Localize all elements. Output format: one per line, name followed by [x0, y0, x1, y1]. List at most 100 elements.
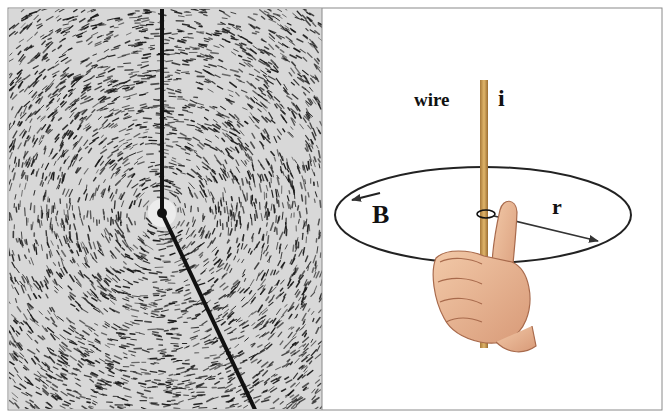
iron-filing: [94, 178, 96, 181]
iron-filing: [34, 374, 41, 378]
iron-filing: [103, 296, 109, 299]
iron-filing: [290, 40, 295, 46]
iron-filing: [76, 232, 78, 240]
iron-filing: [282, 58, 286, 60]
iron-filing: [69, 75, 72, 78]
iron-filing: [9, 87, 14, 91]
iron-filing: [255, 199, 257, 203]
iron-filing: [253, 379, 258, 383]
iron-filing: [116, 85, 119, 87]
iron-filing: [231, 70, 238, 72]
iron-filing: [134, 348, 141, 350]
iron-filing: [207, 398, 213, 401]
iron-filing: [319, 164, 321, 168]
iron-filing: [59, 349, 63, 353]
iron-filing: [251, 293, 255, 299]
iron-filing: [164, 83, 168, 85]
iron-filing: [219, 174, 222, 180]
iron-filing: [288, 284, 292, 288]
iron-filing: [32, 222, 33, 230]
iron-filing: [164, 153, 169, 154]
iron-filing: [258, 286, 263, 290]
iron-filing: [54, 203, 56, 209]
iron-filing: [114, 27, 118, 29]
iron-filing: [178, 15, 184, 17]
iron-filing: [124, 62, 131, 63]
iron-filing: [316, 380, 320, 383]
iron-filing: [228, 120, 232, 122]
iron-filing: [258, 305, 262, 312]
iron-filing: [147, 24, 154, 26]
iron-filing: [145, 373, 150, 375]
iron-filing: [12, 169, 14, 172]
iron-filing: [27, 334, 32, 340]
iron-filing: [270, 320, 273, 322]
iron-filing: [27, 136, 29, 139]
iron-filing: [173, 185, 180, 188]
iron-filing: [59, 361, 64, 364]
iron-filing: [164, 81, 170, 82]
iron-filing: [101, 286, 106, 291]
iron-filing: [253, 117, 259, 121]
iron-filing: [282, 203, 283, 208]
iron-filing: [220, 378, 223, 380]
iron-filing: [109, 237, 111, 240]
iron-filing: [36, 169, 39, 176]
iron-filing: [101, 249, 104, 256]
iron-filing: [271, 152, 274, 156]
iron-filing: [61, 353, 68, 356]
iron-filing: [113, 361, 119, 364]
iron-filing: [49, 251, 50, 257]
iron-filing: [315, 31, 319, 35]
iron-filing: [57, 272, 62, 278]
iron-filing: [211, 272, 214, 274]
iron-filing: [32, 170, 34, 173]
iron-filing: [193, 406, 200, 408]
iron-filing: [20, 239, 21, 244]
iron-filing: [230, 378, 235, 382]
iron-filing: [187, 125, 194, 126]
iron-filing: [258, 109, 261, 112]
iron-filing: [178, 222, 179, 225]
iron-filing: [261, 52, 265, 53]
iron-filing: [16, 299, 17, 303]
iron-filing: [78, 126, 81, 130]
iron-filing: [132, 184, 138, 188]
iron-filing: [151, 83, 159, 85]
iron-filing: [59, 168, 61, 171]
iron-filing: [320, 253, 322, 258]
iron-filing: [48, 67, 53, 70]
iron-filing: [318, 219, 319, 225]
iron-filing: [288, 108, 290, 111]
iron-filing: [58, 317, 64, 322]
iron-filing: [228, 155, 232, 159]
iron-filing: [69, 90, 73, 92]
iron-filing: [292, 245, 294, 251]
iron-filing: [167, 333, 172, 335]
iron-filing: [66, 60, 71, 63]
iron-filing: [300, 212, 301, 217]
iron-filing: [128, 15, 132, 16]
iron-filing: [9, 342, 10, 345]
iron-filing: [34, 206, 36, 213]
iron-filing: [302, 331, 306, 336]
iron-filing: [206, 231, 209, 238]
iron-filing: [186, 298, 191, 300]
iron-filing: [68, 166, 69, 169]
iron-filing: [129, 218, 132, 225]
iron-filing: [120, 212, 122, 218]
iron-filing: [24, 101, 30, 106]
iron-filing: [142, 20, 149, 22]
iron-filing: [269, 287, 272, 293]
iron-filing: [307, 13, 311, 15]
iron-filing: [185, 370, 189, 371]
iron-filing: [188, 398, 195, 400]
iron-filing: [296, 226, 297, 231]
iron-filing: [269, 172, 272, 176]
iron-filing: [146, 179, 151, 181]
iron-filing: [82, 309, 88, 313]
iron-filing: [130, 365, 134, 367]
iron-filing: [145, 143, 151, 145]
iron-filing: [206, 33, 211, 35]
iron-filing: [25, 183, 26, 189]
